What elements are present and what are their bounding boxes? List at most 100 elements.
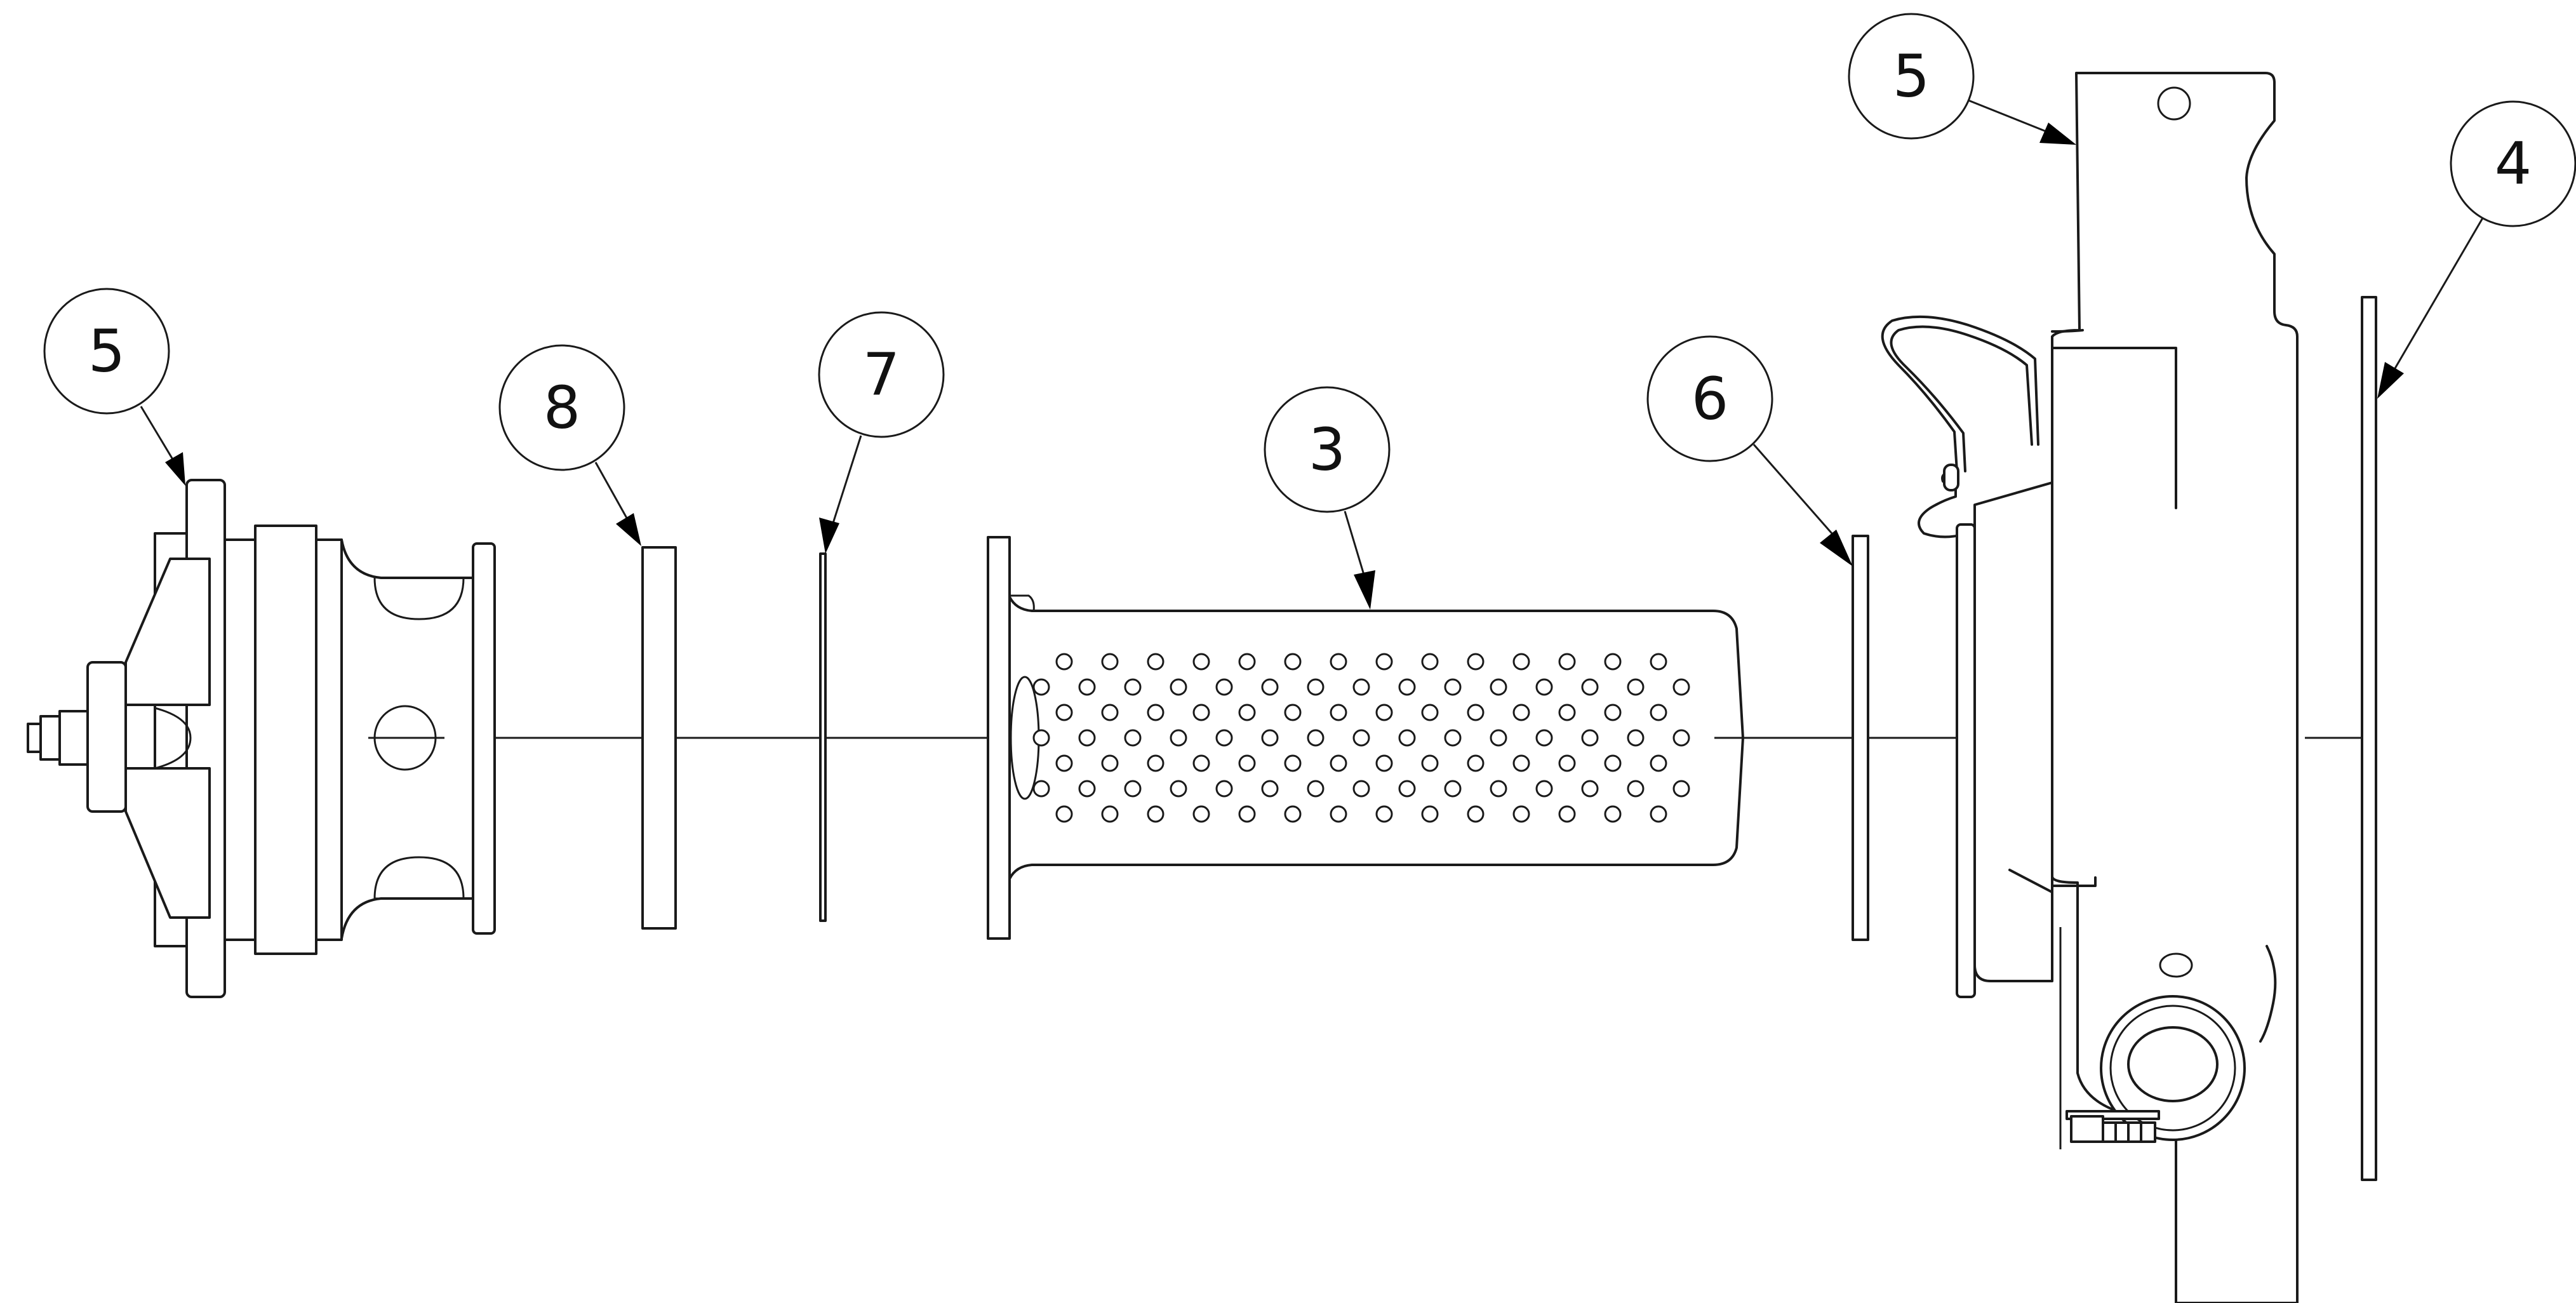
perforation-hole: [1215, 780, 1233, 798]
perforation-hole: [1284, 805, 1302, 823]
perforation-hole: [1421, 704, 1439, 721]
perforation-hole: [1375, 754, 1393, 772]
perforation-hole: [1398, 780, 1416, 798]
perforation-hole: [1467, 805, 1485, 823]
perforation-hole: [1444, 780, 1462, 798]
callout-7: 7: [818, 311, 945, 554]
perforation-hole: [1604, 653, 1622, 671]
perforation-hole: [1581, 780, 1599, 798]
perforation-hole: [1101, 805, 1119, 823]
perforation-hole: [1558, 754, 1576, 772]
perforation-hole: [1170, 678, 1187, 696]
callout-7-label: 7: [863, 341, 900, 409]
perforation-hole: [1307, 729, 1325, 747]
part-8-plate: [641, 546, 677, 930]
perforation-hole: [1467, 754, 1485, 772]
perforation-hole: [1490, 678, 1507, 696]
perforation-hole: [1421, 754, 1439, 772]
perforation-hole: [1238, 704, 1256, 721]
perforation-hole: [1055, 653, 1073, 671]
callout-8-label: 8: [544, 374, 581, 442]
callout-4-label: 4: [2495, 130, 2532, 198]
perforation-hole: [1261, 678, 1279, 696]
callout-8: 8: [498, 344, 641, 546]
callout-5-left: 5: [43, 288, 185, 486]
bracket-assembly-right: [1881, 72, 2299, 1303]
perforation-hole: [1558, 653, 1576, 671]
perforation-hole: [1375, 653, 1393, 671]
perforation-hole: [1284, 653, 1302, 671]
perforation-hole: [1238, 754, 1256, 772]
perforation-hole: [1467, 704, 1485, 721]
callout-group: 5 8 7 3 6: [43, 13, 2576, 610]
perforation-hole: [1672, 678, 1690, 696]
callout-3-label: 3: [1309, 416, 1346, 484]
perforation-hole: [1467, 653, 1485, 671]
perforation-hole: [1032, 780, 1050, 798]
callout-6: 6: [1646, 335, 1853, 566]
perforation-hole: [1444, 678, 1462, 696]
perforation-hole: [1581, 729, 1599, 747]
perforation-hole: [1261, 780, 1279, 798]
perforation-hole: [1650, 805, 1667, 823]
perforation-hole: [1421, 805, 1439, 823]
perforation-hole: [1032, 729, 1050, 747]
perforation-hole: [1490, 780, 1507, 798]
callout-5-right-label: 5: [1893, 43, 1930, 110]
perforation-hole: [1147, 704, 1165, 721]
perforation-hole: [1558, 704, 1576, 721]
perforation-hole: [1238, 653, 1256, 671]
perforation-hole: [1330, 754, 1347, 772]
perforation-hole: [1581, 678, 1599, 696]
perforation-hole: [1147, 754, 1165, 772]
perforation-hole: [1078, 678, 1096, 696]
perforation-hole: [1375, 704, 1393, 721]
perforation-hole: [1558, 805, 1576, 823]
perforation-hole: [1192, 805, 1210, 823]
perforation-hole: [1055, 704, 1073, 721]
perforation-hole: [1650, 704, 1667, 721]
perforation-hole: [1627, 729, 1645, 747]
callout-6-label: 6: [1692, 365, 1729, 433]
perforation-hole: [1147, 805, 1165, 823]
perforation-hole: [1650, 754, 1667, 772]
perforation-hole: [1238, 805, 1256, 823]
hub-assembly-left: [27, 479, 496, 998]
perforation-hole: [1215, 729, 1233, 747]
perforation-hole: [1352, 729, 1370, 747]
callout-5-right: 5: [1848, 13, 2076, 145]
part-6-spacer: [1852, 535, 1869, 941]
perforation-hole: [1444, 729, 1462, 747]
perforation-hole: [1375, 805, 1393, 823]
perforation-holes: [1032, 653, 1690, 823]
perforation-hole: [1147, 653, 1165, 671]
perforation-hole: [1512, 653, 1530, 671]
perforation-hole: [1170, 780, 1187, 798]
perforation-hole: [1261, 729, 1279, 747]
perforation-hole: [1101, 754, 1119, 772]
perforation-hole: [1307, 678, 1325, 696]
perforation-hole: [1330, 653, 1347, 671]
perforation-hole: [1032, 678, 1050, 696]
perforation-hole: [1284, 754, 1302, 772]
perforation-hole: [1330, 805, 1347, 823]
perforation-hole: [1192, 754, 1210, 772]
perforation-hole: [1672, 780, 1690, 798]
perforation-hole: [1512, 754, 1530, 772]
perforation-hole: [1055, 754, 1073, 772]
perforation-hole: [1604, 754, 1622, 772]
part-7-gasket: [819, 552, 827, 922]
perforation-hole: [1398, 729, 1416, 747]
perforation-hole: [1330, 704, 1347, 721]
perforation-hole: [1192, 653, 1210, 671]
perforation-hole: [1650, 653, 1667, 671]
perforation-hole: [1055, 805, 1073, 823]
perforation-hole: [1512, 805, 1530, 823]
perforation-hole: [1124, 678, 1142, 696]
perforation-hole: [1535, 780, 1553, 798]
perforation-hole: [1535, 729, 1553, 747]
perforation-hole: [1078, 729, 1096, 747]
callout-5-left-label: 5: [88, 317, 126, 385]
